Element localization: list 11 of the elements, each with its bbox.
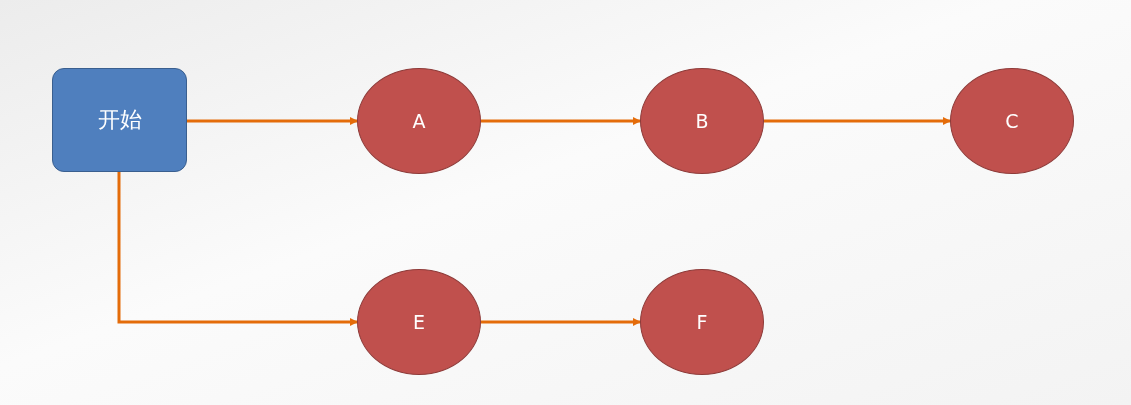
circle-node: B xyxy=(640,68,764,174)
circle-node: A xyxy=(357,68,481,174)
arrow xyxy=(187,117,358,125)
arrow xyxy=(117,172,358,326)
start-box: 开始 xyxy=(52,68,187,172)
arrow xyxy=(764,117,951,125)
arrow xyxy=(481,318,641,326)
arrow xyxy=(481,117,641,125)
circle-node: C xyxy=(950,68,1074,174)
circle-node: E xyxy=(357,269,481,375)
circle-node: F xyxy=(640,269,764,375)
